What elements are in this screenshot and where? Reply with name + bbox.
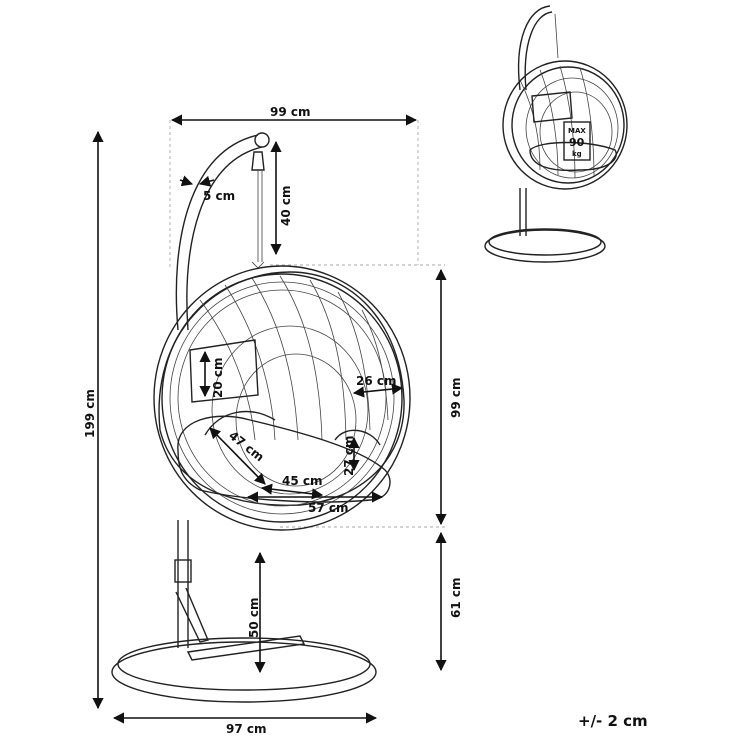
capacity-unit: kg — [572, 150, 582, 158]
dim-offset: 5 cm — [203, 189, 235, 203]
dim-seat-depth: 26 cm — [356, 374, 397, 388]
dim-seat-inner: 45 cm — [282, 474, 323, 488]
dim-total-height: 199 cm — [83, 389, 97, 438]
dim-bottom-clearance: 50 cm — [247, 598, 261, 639]
main-chair-drawing: 99 cm 5 cm 40 cm 199 cm 20 cm 26 cm 99 c… — [83, 105, 463, 736]
dim-egg-height: 99 cm — [449, 378, 463, 419]
capacity-value: 90 — [569, 136, 585, 149]
dim-diagonal: 47 cm — [226, 428, 267, 464]
dim-egg-to-floor: 61 cm — [449, 578, 463, 619]
chain — [251, 151, 265, 269]
tolerance-note: +/- 2 cm — [578, 712, 648, 730]
dim-seat-width: 57 cm — [308, 501, 349, 515]
perspective-chair-drawing: MAX 90 kg — [484, 5, 628, 263]
capacity-max: MAX — [568, 127, 586, 135]
stand-base — [111, 587, 377, 703]
capacity-tag — [563, 121, 591, 161]
stand-pole — [174, 132, 270, 648]
dim-back-height: 27 cm — [342, 436, 356, 477]
dim-cushion-height: 20 cm — [211, 358, 225, 399]
dim-stand-width: 99 cm — [270, 105, 311, 119]
dim-base-width: 97 cm — [226, 722, 267, 736]
dim-chain-length: 40 cm — [279, 186, 293, 227]
